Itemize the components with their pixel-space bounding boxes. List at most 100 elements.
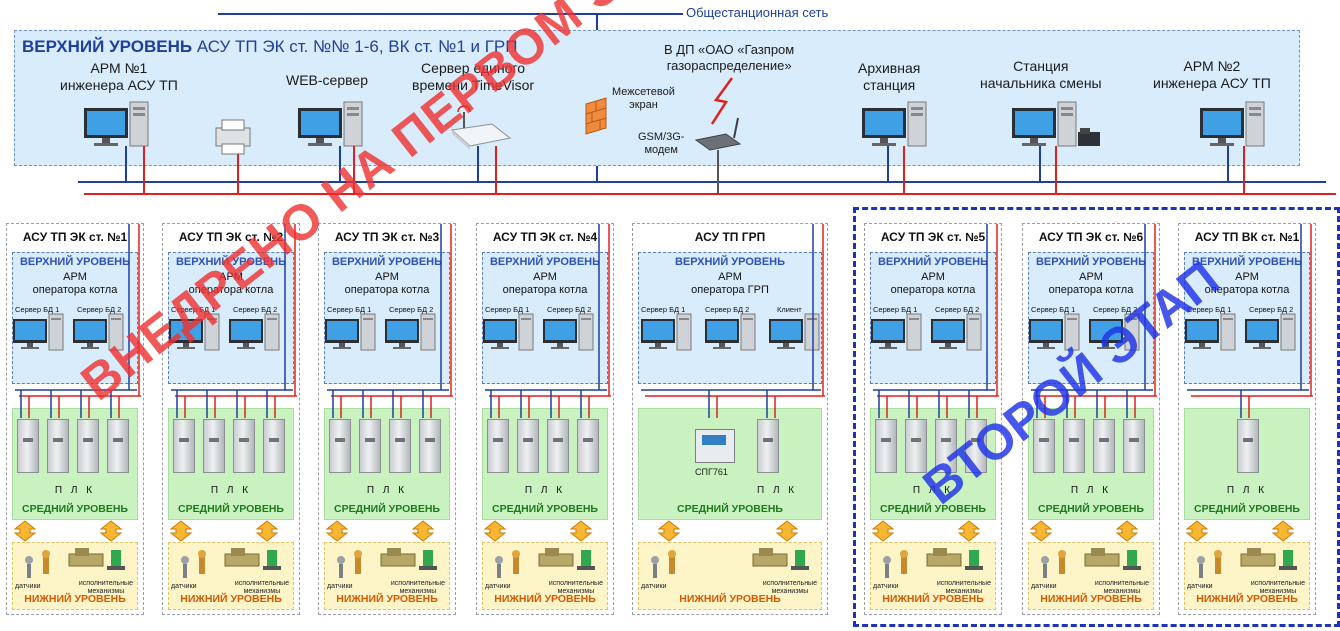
double-arrow-icon xyxy=(325,520,349,542)
sensors-label: датчики xyxy=(171,583,197,590)
plc-cabinet-icon xyxy=(935,419,957,473)
double-arrow-icon xyxy=(1185,520,1209,542)
double-arrow-icon xyxy=(255,520,279,542)
actuator-icon xyxy=(380,548,416,567)
lower-level-title: НИЖНИЙ УРОВЕНЬ xyxy=(1196,593,1298,605)
lower-level-title: НИЖНИЙ УРОВЕНЬ xyxy=(180,593,282,605)
valve-icon xyxy=(263,550,281,570)
sensor-icon xyxy=(1197,556,1205,578)
system-title: АСУ ТП ЭК ст. №5 xyxy=(880,230,986,244)
sensors-label: датчики xyxy=(15,583,41,590)
plc-cabinet-icon xyxy=(173,419,195,473)
system-title: АСУ ТП ГРП xyxy=(694,230,766,244)
phone-icon xyxy=(1078,128,1100,146)
system-block-graphics xyxy=(169,224,297,578)
plc-cabinet-icon xyxy=(1033,419,1055,473)
db-server-1-label: Сервер БД 1 xyxy=(171,305,216,314)
db-server-1-label: Сервер БД 1 xyxy=(485,305,530,314)
sensors-label: датчики xyxy=(327,583,353,590)
double-arrow-icon xyxy=(871,520,895,542)
actuator-icon xyxy=(538,548,574,567)
plc-cabinet-icon xyxy=(77,419,99,473)
plc-cabinet-icon xyxy=(329,419,351,473)
system-title: АСУ ТП ВК ст. №1 xyxy=(1194,230,1300,244)
system-title: АСУ ТП ЭК ст. №3 xyxy=(334,230,440,244)
double-arrow-icon xyxy=(411,520,435,542)
valve-icon xyxy=(965,550,983,570)
arm2-computer-icon xyxy=(1199,101,1265,147)
sensor-icon xyxy=(1214,550,1222,574)
archive-computer-icon xyxy=(861,101,927,147)
middle-level-title: СРЕДНИЙ УРОВЕНЬ xyxy=(22,503,128,515)
system-title: АСУ ТП ЭК ст. №4 xyxy=(492,230,598,244)
system-block-graphics xyxy=(871,224,999,578)
plc-cabinet-icon xyxy=(203,419,225,473)
double-arrow-icon xyxy=(569,520,593,542)
computer-icon xyxy=(769,313,820,351)
double-arrow-icon xyxy=(957,520,981,542)
computer-icon xyxy=(483,313,534,351)
db-server-2-label: Сервер БД 2 xyxy=(935,305,980,314)
valve-icon xyxy=(1279,550,1297,570)
db-server-2-label: Сервер БД 2 xyxy=(1249,305,1294,314)
computer-icon xyxy=(385,313,436,351)
db-server-2-label: Сервер БД 2 xyxy=(705,305,750,314)
upper-level-title: ВЕРХНИЙ УРОВЕНЬ xyxy=(877,256,989,268)
valve-icon xyxy=(419,550,437,570)
system-title: АСУ ТП ЭК ст. №6 xyxy=(1038,230,1144,244)
db-server-1-label: Сервер БД 1 xyxy=(1031,305,1076,314)
plc-cabinet-icon xyxy=(487,419,509,473)
plc-cabinet-icon xyxy=(517,419,539,473)
plc-cabinet-icon xyxy=(233,419,255,473)
plc-cabinet-icon xyxy=(577,419,599,473)
top-level-title: ВЕРХНИЙ УРОВЕНЬ АСУ ТП ЭК ст. №№ 1-6, ВК… xyxy=(22,37,518,56)
plc-cabinet-icon xyxy=(905,419,927,473)
plc-cabinet-icon xyxy=(965,419,987,473)
db-server-1-label: Сервер БД 1 xyxy=(641,305,686,314)
sensor-icon xyxy=(668,550,676,574)
actuator-icon xyxy=(752,548,788,567)
network-label: Общестанционная сеть xyxy=(686,5,829,20)
spg761-label: СПГ761 xyxy=(695,467,728,477)
plc-cabinet-icon xyxy=(875,419,897,473)
db-server-2-label: Сервер БД 2 xyxy=(1093,305,1138,314)
sensors-label: датчики xyxy=(641,583,667,590)
system-block-graphics xyxy=(641,224,825,578)
plc-cabinet-icon xyxy=(263,419,285,473)
plc-label: П Л К xyxy=(366,485,408,496)
db-server-2-label: Сервер БД 2 xyxy=(233,305,278,314)
plc-label: П Л К xyxy=(1070,485,1112,496)
sensor-icon xyxy=(25,556,33,578)
double-arrow-icon xyxy=(483,520,507,542)
web-server-label: WEB-сервер xyxy=(286,72,368,88)
db-server-2-label: Сервер БД 2 xyxy=(389,305,434,314)
web-server-computer-icon xyxy=(297,101,363,147)
arm1-computer-icon xyxy=(83,101,149,147)
gsm-modem-icon xyxy=(694,117,742,151)
db-server-2-label: Сервер БД 2 xyxy=(77,305,122,314)
valve-icon xyxy=(107,550,125,570)
upper-level-title: ВЕРХНИЙ УРОВЕНЬ xyxy=(19,256,131,268)
printer-icon xyxy=(215,119,251,155)
sensor-icon xyxy=(495,556,503,578)
system-block-graphics xyxy=(13,224,141,578)
